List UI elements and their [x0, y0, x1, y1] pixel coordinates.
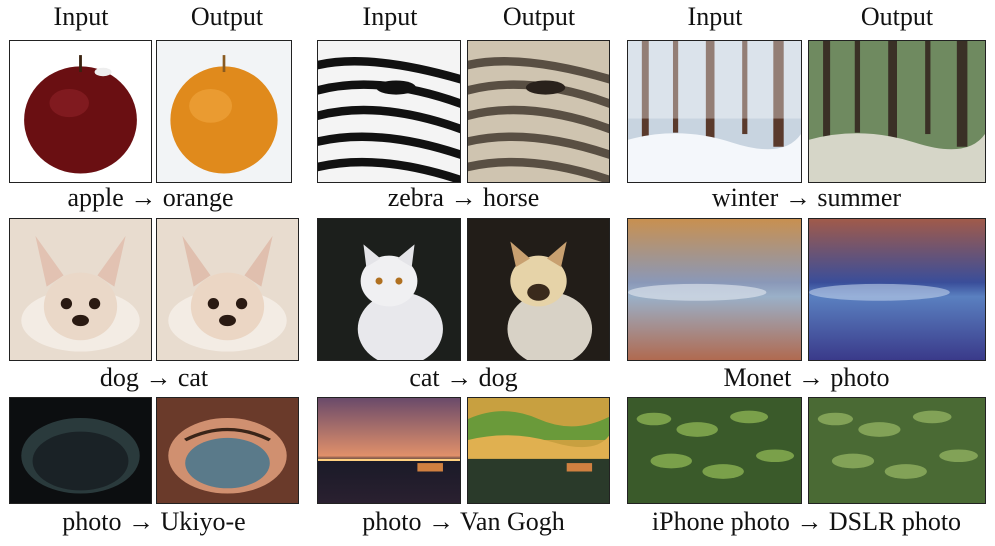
photo-input-cave-image	[9, 397, 152, 504]
monet-input-image	[627, 218, 802, 361]
cat-input-image	[317, 218, 461, 361]
caption-photo-ukiyoe: photo → Ukiyo-e	[62, 507, 246, 536]
ukiyoe-output-image	[156, 397, 299, 504]
caption-monet-photo: Monet → photo	[723, 363, 890, 392]
winter-output-summer-image	[808, 40, 986, 183]
zebra-input-image	[317, 40, 461, 183]
header-output-1: Output	[190, 2, 264, 31]
caption-photo-van-gogh: photo → Van Gogh	[362, 507, 565, 536]
caption-dog-cat: dog → cat	[99, 363, 209, 392]
header-output-3: Output	[860, 2, 934, 31]
caption-apple-orange: apple → orange	[67, 183, 234, 212]
apple-input-image	[9, 40, 152, 183]
header-input-2: Input	[362, 2, 418, 31]
header-output-2: Output	[502, 2, 576, 31]
monet-output-photo-image	[808, 218, 986, 361]
van-gogh-output-image	[467, 397, 610, 504]
caption-cat-dog: cat → dog	[409, 363, 518, 392]
apple-output-orange-image	[156, 40, 292, 183]
zebra-output-horse-image	[467, 40, 610, 183]
dslr-photo-output-image	[808, 397, 986, 504]
dog-output-cat-image	[156, 218, 299, 361]
cat-output-dog-image	[467, 218, 610, 361]
header-input-3: Input	[687, 2, 743, 31]
dog-input-image	[9, 218, 152, 361]
caption-iphone-dslr: iPhone photo → DSLR photo	[651, 507, 962, 536]
iphone-photo-input-image	[627, 397, 802, 504]
photo-input-harbor-image	[317, 397, 461, 504]
header-input-1: Input	[53, 2, 109, 31]
winter-input-image	[627, 40, 802, 183]
caption-winter-summer: winter → summer	[711, 183, 902, 212]
caption-zebra-horse: zebra → horse	[387, 183, 540, 212]
